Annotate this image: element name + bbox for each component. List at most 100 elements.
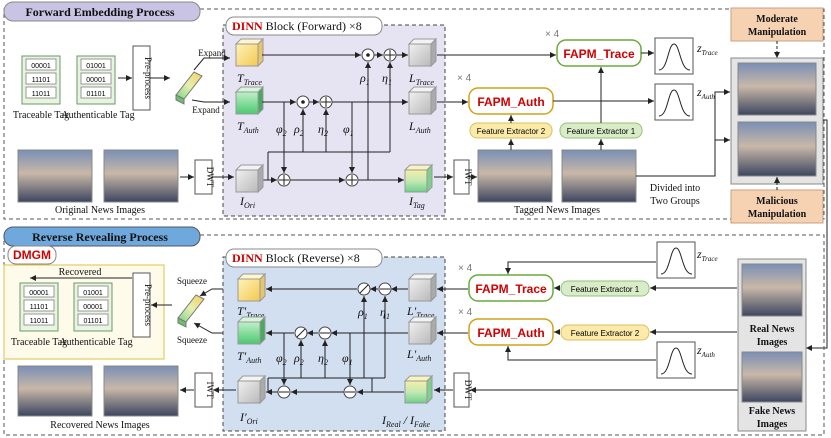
tag-row: 11101	[32, 77, 51, 84]
moderate-label-1: Moderate	[756, 14, 798, 25]
tagged-news-image-1	[477, 149, 553, 203]
phi2-label: φ2	[276, 122, 287, 138]
malicious-image	[737, 121, 817, 177]
t-trace-label: TTrace	[237, 71, 262, 87]
l-auth-cube	[407, 85, 438, 116]
moderate-manipulation-box	[730, 7, 824, 42]
squeeze-top-label: Squeeze	[177, 276, 207, 286]
i-ori-label: IOri	[239, 194, 255, 210]
feature-extractor-2-label: Feature Extractor 2	[477, 127, 546, 136]
add-node	[277, 173, 291, 187]
traceable-tag-table: 00001 11101 11011	[21, 55, 61, 105]
recovered-traceable-label: Traceable Tag	[11, 337, 67, 348]
l-trace-rev-cube	[407, 272, 438, 303]
reverse-dwt-label: DWT	[463, 380, 473, 401]
l-trace-rev-label: L'Trace	[406, 304, 435, 320]
subtract-node	[378, 282, 392, 296]
reverse-preprocess-label: Pre-process	[143, 284, 153, 326]
z-auth-dist-reverse	[656, 341, 696, 379]
tag-row: 11101	[30, 304, 49, 311]
real-news-image	[741, 263, 803, 317]
i-ori-rev-cube	[236, 374, 267, 405]
phi2-rev-label: φ2	[276, 351, 287, 367]
tagged-news-label: Tagged News Images	[514, 205, 600, 216]
eta2-label: η2	[318, 122, 328, 138]
tag-row: 01001	[83, 290, 103, 297]
forward-panel	[3, 8, 825, 220]
tag-row: 00001	[83, 304, 103, 311]
rho1-rev-label: ρ1	[357, 305, 368, 321]
tag-row: 11011	[32, 91, 51, 98]
fake-news-image	[741, 351, 803, 403]
tag-row: 00001	[86, 77, 106, 84]
reverse-dwt-box	[453, 372, 470, 408]
rev-feature-extractor-1	[560, 280, 650, 297]
reverse-iwt-box	[194, 372, 213, 408]
i-ori-rev-label: I'Ori	[239, 410, 258, 426]
phi1-rev-label: φ1	[342, 351, 353, 367]
iwt-label: IWT	[463, 169, 473, 186]
moderate-image	[737, 62, 817, 116]
z-auth-dist-forward	[654, 83, 694, 121]
authenticable-tag-label: Authenticable Tag	[61, 110, 134, 121]
t-trace-cube	[234, 37, 265, 68]
original-news-image-1	[17, 149, 93, 203]
dinn-forward-title-bg	[225, 16, 383, 36]
recovered-authenticable-label: Authenticable Tag	[59, 337, 132, 348]
original-news-label: Original News Images	[55, 205, 145, 216]
expand-bottom-label: Expand	[192, 105, 220, 115]
fapm-trace-reverse-label: FAPM_Trace	[475, 282, 547, 296]
subtract-node	[318, 326, 332, 340]
add-node	[345, 173, 359, 187]
fapm-trace-forward-label: FAPM_Trace	[563, 47, 635, 61]
fapm-auth-reverse-label: FAPM_Auth	[477, 326, 544, 340]
feature-extractor-1-label: Feature Extractor 1	[567, 127, 636, 136]
eta1-rev-label: η1	[380, 305, 390, 321]
eta1-label: η1	[382, 71, 392, 87]
tag-row: 01101	[84, 318, 103, 325]
reverse-title-bg	[3, 226, 201, 247]
rho1-label: ρ1	[359, 71, 370, 87]
dinn-reverse-title: DINN Block (Reverse) ×8	[232, 251, 360, 265]
fake-label-1: Fake News	[749, 406, 795, 417]
dwt-label: DWT	[205, 167, 215, 188]
t-auth-label: TAuth	[237, 119, 259, 135]
forward-title: Forward Embedding Process	[25, 5, 174, 19]
l-auth-label: LAuth	[408, 119, 431, 135]
z-trace-forward-label: zTrace	[696, 41, 718, 57]
moderate-label-2: Manipulation	[748, 27, 807, 38]
two-groups-label: Two Groups	[650, 196, 700, 207]
z-trace-reverse-label: zTrace	[696, 247, 718, 263]
rho2-label: ρ2	[293, 122, 304, 138]
i-tag-label: ITag	[408, 194, 425, 210]
i-ori-cube	[234, 163, 265, 194]
dmgm-title-bg	[7, 245, 57, 265]
reverse-title: Reverse Revealing Process	[32, 230, 168, 244]
expand-cube	[175, 71, 203, 105]
z-auth-reverse-label: zAuth	[696, 343, 715, 359]
expand-top-label: Expand	[198, 48, 226, 58]
tag-row: 00001	[29, 290, 49, 297]
rev-feature-extractor-2-label: Feature Extractor 2	[571, 329, 640, 338]
fapm-trace-reverse	[468, 274, 554, 302]
reverse-preprocess-box	[132, 272, 151, 338]
t-trace-rev-label: T'Trace	[237, 304, 265, 320]
t-auth-cube	[234, 85, 265, 116]
dmgm-title: DMGM	[13, 248, 51, 262]
tag-row: 01101	[87, 91, 106, 98]
original-news-image-2	[103, 149, 179, 203]
reverse-iwt-label: IWT	[205, 382, 215, 399]
add-node	[383, 48, 397, 62]
fapm-auth-reverse	[468, 318, 554, 346]
i-real-fake-label: IReal / IFake	[381, 413, 430, 429]
z-trace-dist-forward	[654, 37, 694, 75]
multiply-node	[296, 95, 310, 109]
subtract-node	[277, 385, 291, 399]
subtract-node	[343, 385, 357, 399]
times4-auth-reverse: × 4	[458, 307, 473, 318]
squeeze-bottom-label: Squeeze	[177, 335, 207, 345]
multiply-node	[361, 48, 375, 62]
fapm-auth-forward-label: FAPM_Auth	[477, 95, 544, 109]
